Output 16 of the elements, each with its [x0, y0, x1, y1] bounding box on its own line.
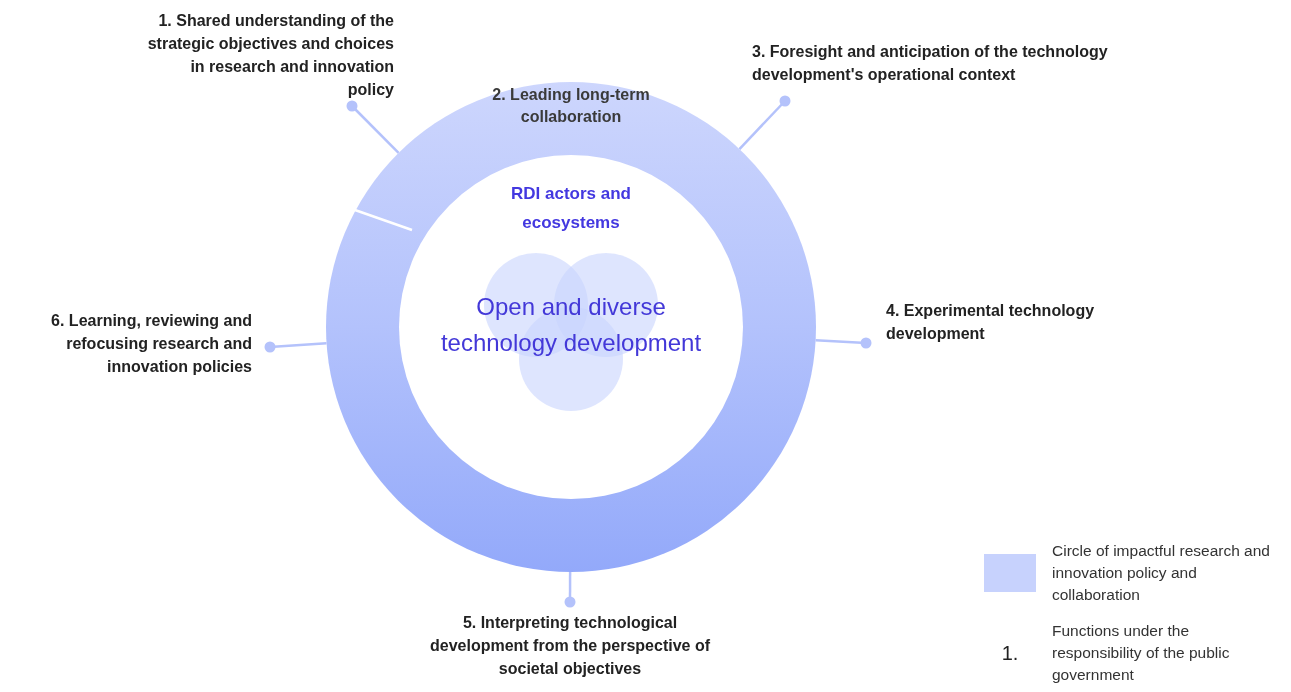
- leader-line: [346, 100, 400, 154]
- legend-sample-number: 1.: [1001, 641, 1019, 666]
- function-label: 1. Shared understanding of the strategic objectives and choices in research and innovation policy: [140, 9, 398, 101]
- ring-label: 2. Leading long-term collaboration: [491, 85, 651, 127]
- legend-text: Functions under the responsibility of the public government: [1052, 621, 1231, 685]
- function-label: 3. Foresight and anticipation of the technology development's operational context: [752, 40, 1202, 86]
- function-label: 6. Learning, reviewing and refocusing research and innovation policies: [6, 309, 252, 378]
- leader-line: [264, 341, 327, 353]
- function-label: 5. Interpreting technological development from the perspective of societal objectives: [410, 611, 730, 680]
- leader-line: [815, 337, 872, 349]
- center-text: Open and diverse technology development: [439, 292, 703, 358]
- center-heading: RDI actors and ecosystems: [510, 183, 632, 234]
- function-label: 4. Experimental technology development: [886, 299, 1146, 345]
- legend-text: Circle of impactful research and innovation policy and collaboration: [1052, 541, 1271, 605]
- leader-line: [738, 95, 791, 150]
- leader-line: [564, 572, 576, 608]
